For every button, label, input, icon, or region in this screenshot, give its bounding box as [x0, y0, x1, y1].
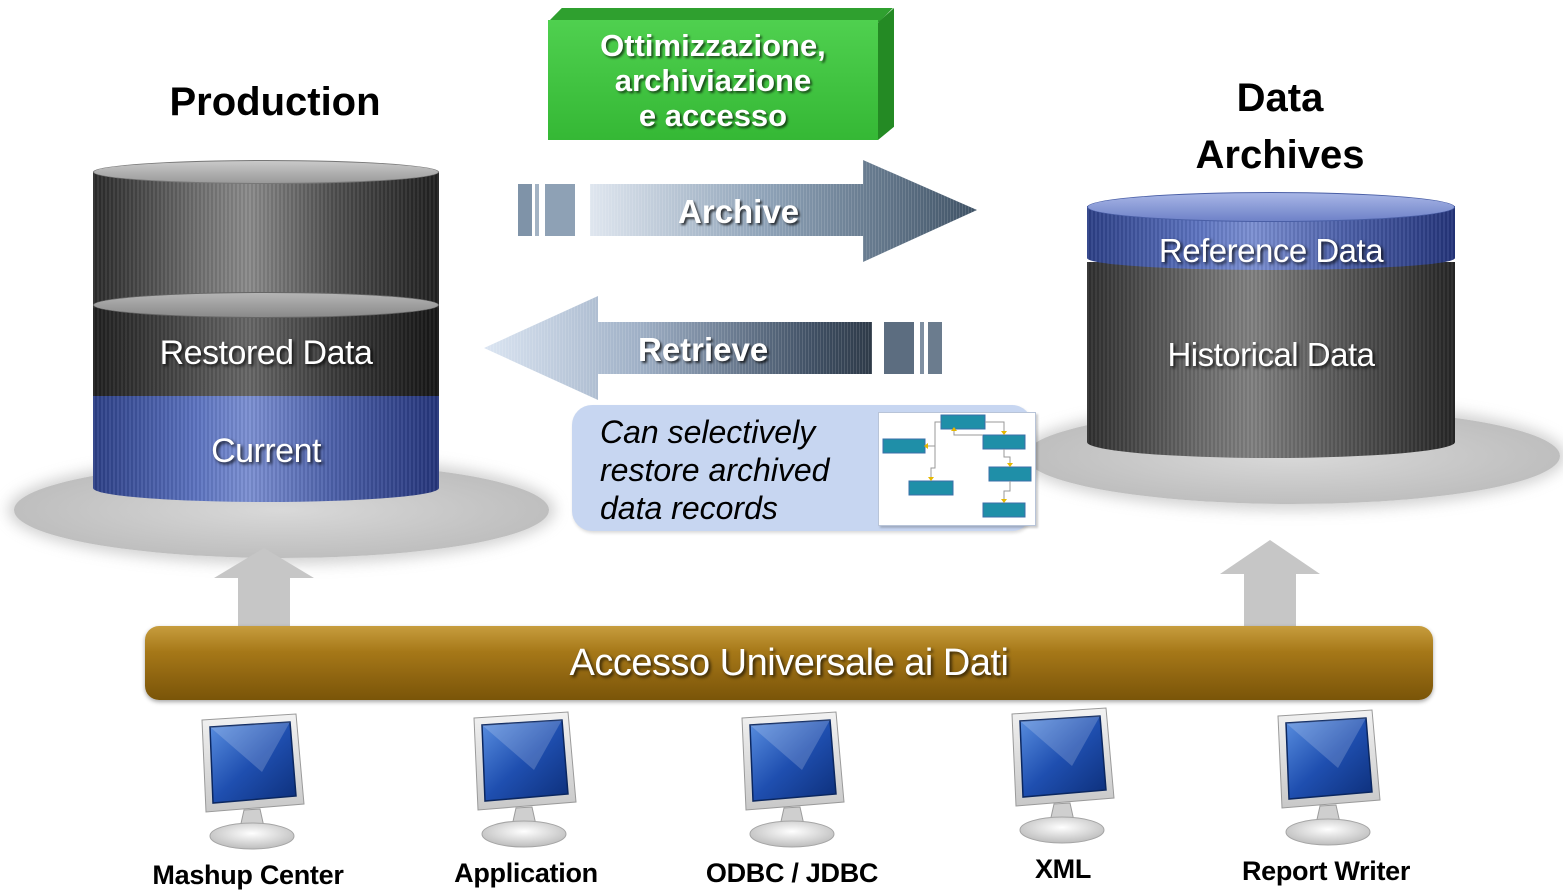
client-report-writer	[1268, 708, 1388, 848]
up-arrow-right	[1220, 540, 1320, 628]
restored-top-ellipse	[93, 292, 439, 318]
client-label-application: Application	[454, 858, 598, 888]
client-label-odbc-jdbc: ODBC / JDBC	[705, 858, 879, 888]
current-label: Current	[211, 432, 321, 470]
data-archives-title-line1: Data	[1236, 76, 1324, 120]
restore-callout-text: Can selectively restore archived data re…	[600, 413, 880, 527]
data-archives-title-line2: Archives	[1195, 133, 1365, 177]
optimization-box	[548, 20, 878, 140]
archive-arrow	[518, 160, 977, 262]
optimization-line2: archiviazione	[614, 63, 812, 98]
production-top-ellipse	[93, 160, 439, 184]
retrieve-arrow-label: Retrieve	[638, 331, 769, 368]
archive-database: Reference Data Historical Data	[1087, 192, 1455, 460]
client-application	[464, 710, 584, 850]
universal-data-access-label: Accesso Universale ai Dati	[569, 642, 1009, 684]
monitor-icon	[473, 711, 577, 848]
reference-data-label: Reference Data	[1158, 232, 1384, 269]
client-label-mashup-center: Mashup Center	[152, 860, 344, 890]
optimization-line1: Ottimizzazione,	[600, 28, 826, 63]
flowchart-icon	[882, 414, 1032, 518]
current-band	[93, 396, 439, 502]
monitor-icon	[741, 711, 845, 848]
client-mashup-center	[192, 712, 312, 852]
restored-data-band	[93, 308, 439, 398]
archive-top-ellipse	[1087, 192, 1455, 222]
monitor-icon	[201, 713, 305, 850]
flowchart-thumbnail	[878, 412, 1036, 526]
production-database: Restored Data Current	[93, 160, 439, 505]
data-archives-title: Data Archives	[1170, 70, 1390, 184]
historical-data-label: Historical Data	[1167, 336, 1375, 373]
client-label-xml: XML	[1034, 854, 1092, 884]
historical-data-band	[1087, 262, 1455, 458]
monitor-icon	[1277, 709, 1381, 846]
client-xml	[1002, 706, 1122, 846]
monitor-icon	[1011, 707, 1115, 844]
up-arrow-left	[214, 548, 314, 628]
optimization-box-top	[548, 8, 893, 22]
callout-line2: restore archived	[600, 452, 830, 488]
client-label-report-writer: Report Writer	[1241, 856, 1411, 886]
optimization-box-side	[878, 8, 894, 140]
optimization-box-text: Ottimizzazione, archiviazione e accesso	[548, 28, 878, 133]
client-odbc-jdbc	[732, 710, 852, 850]
restored-data-label: Restored Data	[159, 334, 373, 372]
universal-data-access-bar	[145, 626, 1433, 700]
retrieve-arrow	[484, 296, 942, 400]
callout-line3: data records	[600, 490, 778, 526]
archive-arrow-label: Archive	[678, 193, 800, 230]
callout-line1: Can selectively	[600, 414, 816, 450]
production-title: Production	[169, 80, 381, 124]
optimization-line3: e accesso	[638, 98, 788, 133]
